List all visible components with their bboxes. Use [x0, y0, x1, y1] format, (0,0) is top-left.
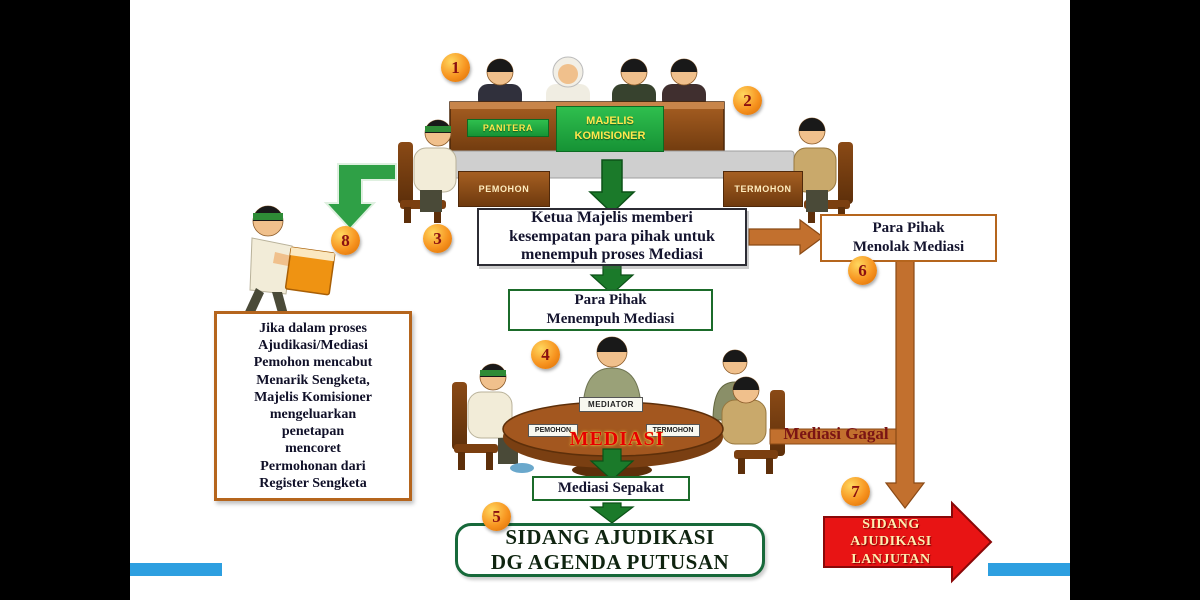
- left-participant-figure: [452, 363, 534, 473]
- step-number-4: 4: [541, 344, 550, 364]
- lanjutan-text: SIDANG AJUDIKASI LANJUTAN: [850, 516, 932, 567]
- right-participant-figures: [712, 349, 785, 474]
- majelis-komisioner-sign: MAJELIS KOMISIONER: [556, 106, 664, 152]
- bottom-border-right: [988, 563, 1070, 576]
- sidang-lanjutan-label: SIDANG AJUDIKASI LANJUTAN: [832, 512, 950, 572]
- pemohon-desk-label: PEMOHON: [478, 184, 530, 194]
- step-number-3: 3: [433, 228, 442, 248]
- flow-arrows: [323, 159, 993, 584]
- pencabutan-box: Jika dalam proses Ajudikasi/Mediasi Pemo…: [214, 311, 412, 501]
- bottom-border-left: [130, 563, 222, 576]
- step3-box: Ketua Majelis memberi kesempatan para pi…: [477, 208, 747, 266]
- withdrawing-person: [234, 205, 336, 328]
- step-badge-2: 2: [733, 86, 762, 115]
- mediation-termohon-label: TERMOHON: [652, 427, 694, 434]
- sidang-putusan-box: SIDANG AJUDIKASI DG AGENDA PUTUSAN: [455, 523, 765, 577]
- arrow-sepakat-to-sidang: [589, 502, 635, 524]
- mediasi-sepakat-box: Mediasi Sepakat: [532, 476, 690, 501]
- arrow-court-to-step3: [588, 159, 636, 215]
- mediation-table: [502, 401, 724, 478]
- arrow-sidang-lanjutan: [823, 500, 993, 584]
- mediator-label: MEDIATOR: [588, 400, 634, 409]
- pemohon-desk: PEMOHON: [458, 171, 550, 207]
- panitera-sign: PANITERA: [467, 119, 549, 137]
- step-badge-4: 4: [531, 340, 560, 369]
- mediation-scene: [452, 336, 785, 478]
- case-folder: [284, 246, 336, 296]
- menempuh-text: Para Pihak Menempuh Mediasi: [546, 292, 675, 327]
- step-badge-5: 5: [482, 502, 511, 531]
- pemohon-figure: [398, 119, 457, 223]
- sepakat-text: Mediasi Sepakat: [557, 480, 665, 496]
- step3-text: Ketua Majelis memberi kesempatan para pi…: [509, 208, 715, 264]
- panitera-sign-label: PANITERA: [482, 123, 534, 133]
- arrow-court-to-withdraw: [323, 163, 397, 231]
- sidang-putusan-text: SIDANG AJUDIKASI DG AGENDA PUTUSAN: [490, 524, 730, 574]
- step-number-1: 1: [451, 57, 460, 77]
- step-number-6: 6: [858, 260, 867, 280]
- menolak-mediasi-box: Para Pihak Menolak Mediasi: [820, 214, 997, 262]
- menempuh-mediasi-box: Para Pihak Menempuh Mediasi: [508, 289, 713, 331]
- step-number-7: 7: [851, 481, 860, 501]
- step-badge-3: 3: [423, 224, 452, 253]
- menolak-text: Para Pihak Menolak Mediasi: [852, 220, 965, 255]
- step-badge-7: 7: [841, 477, 870, 506]
- termohon-desk-label: TERMOHON: [734, 184, 792, 194]
- mediasi-title-label: MEDIASI: [569, 427, 665, 450]
- step-number-5: 5: [492, 506, 501, 526]
- majelis-sign-label: MAJELIS KOMISIONER: [574, 115, 646, 142]
- mediation-pemohon-label: PEMOHON: [534, 427, 572, 434]
- arrow-mediation-to-sepakat: [589, 448, 635, 481]
- step-badge-8: 8: [331, 226, 360, 255]
- mediation-termohon-nameplate: TERMOHON: [646, 424, 700, 437]
- gagal-text: Mediasi Gagal: [783, 424, 889, 443]
- mediation-pemohon-nameplate: PEMOHON: [528, 424, 578, 437]
- mediator-nameplate: MEDIATOR: [579, 397, 643, 412]
- step-number-8: 8: [341, 230, 350, 250]
- pencabutan-text: Jika dalam proses Ajudikasi/Mediasi Pemo…: [253, 320, 373, 491]
- arrow-menolak-down: [884, 259, 926, 509]
- judge-figure-2: [546, 56, 590, 110]
- mediasi-table-title: MEDIASI: [562, 426, 672, 452]
- mediasi-gagal-label: Mediasi Gagal: [772, 423, 900, 445]
- termohon-desk: TERMOHON: [723, 171, 803, 207]
- step-badge-1: 1: [441, 53, 470, 82]
- step-badge-6: 6: [848, 256, 877, 285]
- step-number-2: 2: [743, 90, 752, 110]
- arrow-step3-to-menolak: [748, 218, 825, 256]
